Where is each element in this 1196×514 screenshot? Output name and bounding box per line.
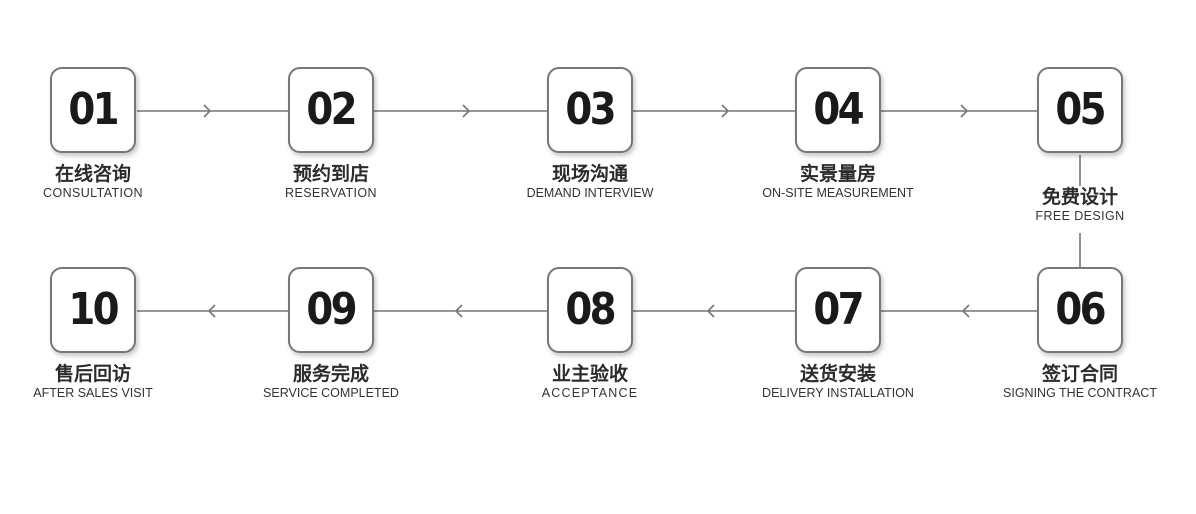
- step-number-box: 03: [547, 67, 633, 153]
- step-10: 10 售后回访 AFTER SALES VISIT: [3, 267, 183, 401]
- step-number-box: 08: [547, 267, 633, 353]
- step-title: 送货安装: [799, 363, 876, 385]
- step-subtitle: DEMAND INTERVIEW: [526, 186, 654, 200]
- step-subtitle: AFTER SALES VISIT: [33, 386, 153, 400]
- step-number: 08: [565, 284, 617, 335]
- step-04: 04 实景量房 ON-SITE MEASUREMENT: [748, 67, 928, 201]
- step-subtitle: SERVICE COMPLETED: [263, 386, 399, 400]
- step-number: 01: [68, 84, 120, 135]
- step-subtitle: ON-SITE MEASUREMENT: [762, 186, 914, 200]
- step-title: 免费设计: [1041, 186, 1118, 208]
- step-03: 03 现场沟通 DEMAND INTERVIEW: [500, 67, 680, 201]
- arrow-left-icon: [706, 304, 715, 318]
- step-01: 01 在线咨询 CONSULTATION: [3, 67, 183, 201]
- step-number-box: 07: [795, 267, 881, 353]
- step-number: 03: [565, 84, 617, 135]
- arrow-right-icon: [203, 104, 212, 118]
- step-subtitle: DELIVERY INSTALLATION: [762, 386, 914, 400]
- step-number-box: 04: [795, 67, 881, 153]
- arrow-left-icon: [961, 304, 970, 318]
- step-subtitle: ACCEPTANCE: [541, 386, 639, 400]
- step-05: 05 免费设计 FREE DESIGN: [990, 67, 1170, 224]
- step-number-box: 10: [50, 267, 136, 353]
- step-number: 06: [1055, 284, 1107, 335]
- step-title: 业主验收: [551, 363, 628, 385]
- step-number: 07: [813, 284, 865, 335]
- step-number: 10: [68, 284, 120, 335]
- step-title: 现场沟通: [551, 163, 628, 185]
- arrow-right-icon: [960, 104, 969, 118]
- arrow-left-icon: [454, 304, 463, 318]
- step-number-box: 02: [288, 67, 374, 153]
- arrow-right-icon: [462, 104, 471, 118]
- step-number-box: 09: [288, 267, 374, 353]
- step-number: 02: [306, 84, 358, 135]
- step-subtitle: CONSULTATION: [43, 186, 143, 200]
- step-title: 服务完成: [292, 363, 369, 385]
- step-08: 08 业主验收 ACCEPTANCE: [500, 267, 680, 401]
- step-title: 在线咨询: [54, 163, 131, 185]
- step-07: 07 送货安装 DELIVERY INSTALLATION: [748, 267, 928, 401]
- step-number: 09: [306, 284, 358, 335]
- step-title: 实景量房: [799, 163, 876, 185]
- step-number: 05: [1055, 84, 1107, 135]
- step-title: 售后回访: [54, 363, 131, 385]
- step-number-box: 06: [1037, 267, 1123, 353]
- arrow-right-icon: [721, 104, 730, 118]
- step-title: 签订合同: [1041, 363, 1118, 385]
- step-title: 预约到店: [292, 163, 369, 185]
- step-number-box: 05: [1037, 67, 1123, 153]
- step-09: 09 服务完成 SERVICE COMPLETED: [241, 267, 421, 401]
- step-number: 04: [813, 84, 865, 135]
- step-02: 02 预约到店 RESERVATION: [241, 67, 421, 201]
- step-subtitle: SIGNING THE CONTRACT: [1003, 386, 1157, 400]
- step-subtitle: RESERVATION: [285, 186, 377, 200]
- step-number-box: 01: [50, 67, 136, 153]
- step-06: 06 签订合同 SIGNING THE CONTRACT: [990, 267, 1170, 401]
- step-subtitle: FREE DESIGN: [1035, 209, 1125, 223]
- arrow-left-icon: [207, 304, 216, 318]
